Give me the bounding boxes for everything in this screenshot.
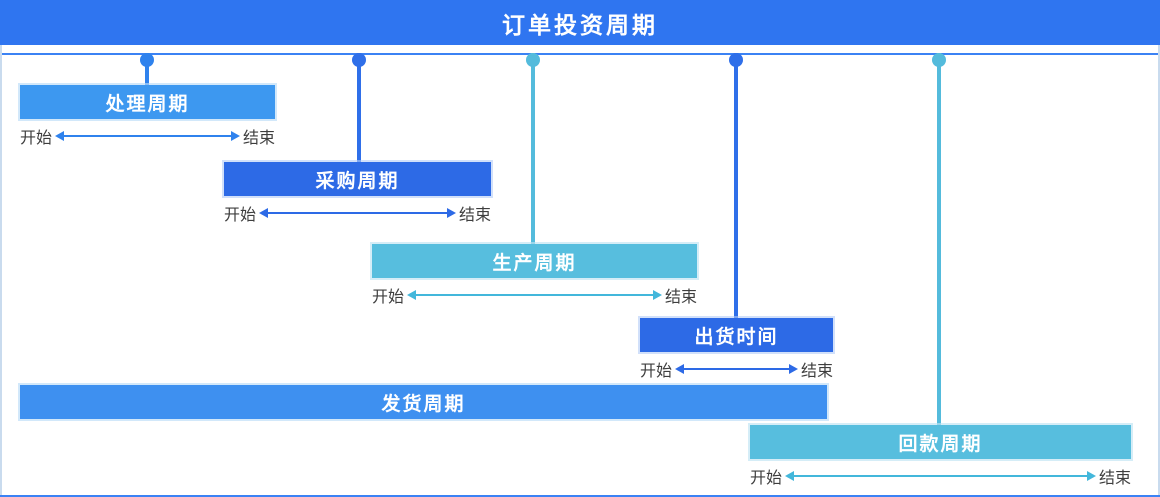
timeline-axis — [0, 53, 1160, 55]
timeline-marker-procurement — [352, 53, 366, 162]
phase-bar-processing: 处理周期 — [20, 85, 275, 119]
range-start-label: 开始 — [640, 363, 673, 380]
range-end-label: 结束 — [242, 130, 275, 147]
phase-payment-collection: 回款周期 开始 结束 — [750, 425, 1131, 487]
timeline-marker-production — [526, 53, 540, 244]
phase-delivery: 发货周期 — [20, 385, 827, 419]
timeline-marker-payment — [932, 53, 946, 425]
diagram-canvas: 处理周期 开始 结束 采购周期 开始 结束 生产周期 开始 结束 — [0, 45, 1160, 497]
diagram-header: 订单投资周期 — [0, 0, 1160, 45]
range-start-label: 开始 — [20, 130, 53, 147]
timeline-dot-icon — [729, 53, 743, 67]
timeline-marker-processing — [140, 53, 154, 85]
range-start-label: 开始 — [372, 289, 405, 306]
phase-range-payment-collection: 开始 结束 — [750, 466, 1131, 487]
timeline-dot-icon — [526, 53, 540, 67]
page-title: 订单投资周期 — [502, 11, 658, 38]
range-end-label: 结束 — [1098, 470, 1131, 487]
phase-procurement: 采购周期 开始 结束 — [224, 162, 491, 224]
phase-bar-production: 生产周期 — [372, 244, 697, 278]
range-start-label: 开始 — [224, 207, 257, 224]
double-arrow-icon — [675, 364, 798, 374]
phase-bar-delivery: 发货周期 — [20, 385, 827, 419]
range-end-label: 结束 — [458, 207, 491, 224]
phase-bar-payment-collection: 回款周期 — [750, 425, 1131, 459]
phase-range-production: 开始 结束 — [372, 285, 697, 306]
double-arrow-icon — [55, 131, 240, 141]
range-end-label: 结束 — [664, 289, 697, 306]
phase-range-processing: 开始 结束 — [20, 126, 275, 147]
double-arrow-icon — [785, 471, 1096, 481]
timeline-dot-icon — [932, 53, 946, 67]
double-arrow-icon — [407, 290, 662, 300]
phase-bar-shipping: 出货时间 — [640, 318, 833, 352]
frame-border-right — [1158, 45, 1160, 497]
phase-range-shipping: 开始 结束 — [640, 359, 833, 380]
phase-shipping: 出货时间 开始 结束 — [640, 318, 833, 380]
phase-range-procurement: 开始 结束 — [224, 203, 491, 224]
phase-production: 生产周期 开始 结束 — [372, 244, 697, 306]
timeline-dot-icon — [352, 53, 366, 67]
phase-bar-procurement: 采购周期 — [224, 162, 491, 196]
frame-border-left — [0, 45, 2, 497]
frame-border-bottom — [0, 495, 1160, 497]
range-end-label: 结束 — [800, 363, 833, 380]
phase-processing: 处理周期 开始 结束 — [20, 85, 275, 147]
double-arrow-icon — [259, 208, 456, 218]
timeline-dot-icon — [140, 53, 154, 67]
timeline-marker-shipping — [729, 53, 743, 318]
range-start-label: 开始 — [750, 470, 783, 487]
